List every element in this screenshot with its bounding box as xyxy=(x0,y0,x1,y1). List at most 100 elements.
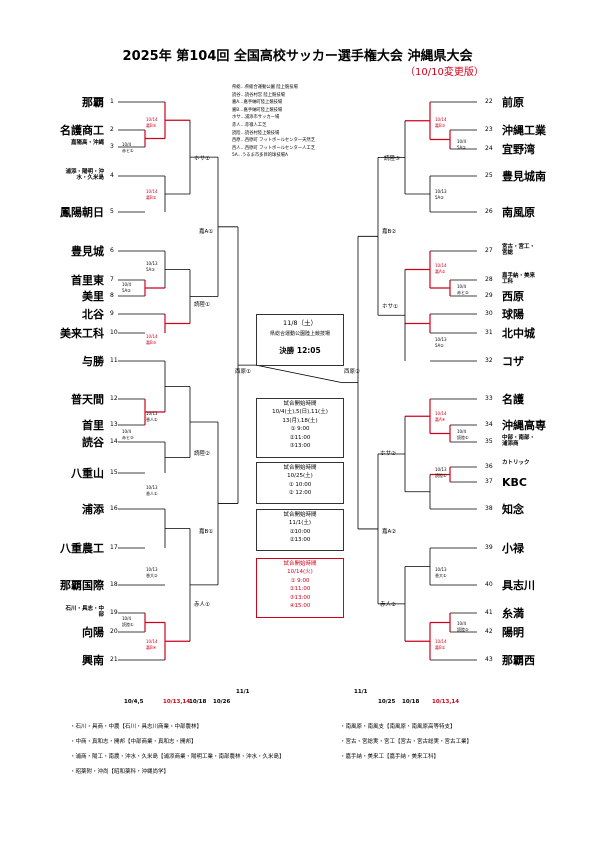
match-label: 嘉B① xyxy=(435,645,446,650)
round-venue-label: 読陸② xyxy=(194,451,210,457)
footnote: ・昭薬附・沖尚【昭和薬科・沖縄尚学】 xyxy=(70,769,170,775)
venue-legend-item: ホサ…浦添市サッカー場 xyxy=(232,115,280,121)
schedule-line: 試合開始時間 xyxy=(283,561,317,567)
team-name: 八重山 xyxy=(71,467,104,480)
round-date: 11/1 xyxy=(354,689,368,695)
match-label: 10/4 xyxy=(457,621,466,626)
team-name: 美里 xyxy=(82,290,104,303)
team-number: 3 xyxy=(110,143,114,150)
schedule-line: 試合開始時間 xyxy=(283,512,317,518)
team-name: 沖縄高専 xyxy=(502,419,546,432)
team-number: 23 xyxy=(485,126,493,133)
team-number: 31 xyxy=(485,329,493,336)
match-label: 嘉A④ xyxy=(435,417,446,422)
team-name: 球陽 xyxy=(502,308,524,321)
bracket-line xyxy=(255,364,343,384)
schedule-line: ②11:00 xyxy=(289,586,311,593)
match-label: 10/14 xyxy=(435,411,447,416)
team-name: 鳳陽朝日 xyxy=(60,206,104,219)
schedule-line: ④15:00 xyxy=(289,603,311,609)
team-name: 読谷 xyxy=(82,436,104,449)
team-name: 沖縄工業 xyxy=(502,124,546,137)
final-label: 決勝 12:05 xyxy=(279,346,321,355)
match-label: 10/4 xyxy=(122,282,131,287)
venue-legend-item: 西原…西原町 フットボールセンター天然芝 xyxy=(232,138,316,144)
match-label: 10/13 xyxy=(435,189,447,194)
match-label: 10/13 xyxy=(435,467,447,472)
match-label: 赤ヒ③ xyxy=(122,435,134,440)
team-name: 那覇国際 xyxy=(60,579,104,592)
round-venue-label: 嘉B① xyxy=(199,529,214,535)
team-number: 21 xyxy=(110,656,118,663)
team-name: 石川・具志・中部 xyxy=(65,606,104,619)
team-name: 糸満 xyxy=(502,607,524,620)
footnote: ・南風原・南風支【南風原・南風原高等特支】 xyxy=(340,724,456,730)
team-name: 豊見城南 xyxy=(502,170,546,183)
round-date: 10/26 xyxy=(213,699,231,705)
team-name: 小禄 xyxy=(502,542,524,555)
schedule-line: ②13:00 xyxy=(289,537,311,544)
match-label: 10/4 xyxy=(457,284,466,289)
round-venue-label: 赤人① xyxy=(194,602,210,608)
round-venue-label: 読陸① xyxy=(194,302,210,308)
match-label: 10/13 xyxy=(435,567,447,572)
match-label: 5A③ xyxy=(146,267,155,272)
team-number: 38 xyxy=(485,505,493,512)
team-number: 8 xyxy=(110,292,114,299)
team-number: 4 xyxy=(110,172,114,179)
match-label: 10/13 xyxy=(435,337,447,342)
team-name: 浦添 xyxy=(82,503,104,516)
schedule-line: ① 9:00 xyxy=(290,577,310,584)
match-label: 嘉B④ xyxy=(146,645,157,650)
match-label: 嘉B③ xyxy=(435,123,446,128)
footnote: ・中商・真和志・開邦【中部商業・真和志・開邦】 xyxy=(70,739,197,745)
match-label: 赤ヒ② xyxy=(457,290,469,295)
match-label: 10/14 xyxy=(435,117,447,122)
team-number: 36 xyxy=(485,463,493,470)
team-number: 18 xyxy=(110,581,118,588)
team-number: 20 xyxy=(110,628,118,635)
team-number: 1 xyxy=(110,98,114,105)
schedule-line: 10/25(土) xyxy=(287,473,313,480)
schedule-line: 10/14(火) xyxy=(287,569,313,576)
round-venue-label: 西原② xyxy=(344,369,360,375)
team-name: 美来工科 xyxy=(60,327,104,340)
match-label: 5A① xyxy=(435,343,444,348)
venue-legend-item: 嘉A…嘉手納町陸上競技場 xyxy=(232,100,283,106)
venue-legend-item: 西人…西原町 フットボールセンター人工芝 xyxy=(232,145,316,151)
schedule-line: 13(月),18(土) xyxy=(282,417,318,424)
footnote: ・石川・具商・中農【石川・具志川商業・中部農林】 xyxy=(70,724,203,730)
team-number: 2 xyxy=(110,126,114,133)
schedule-line: ② 12:00 xyxy=(288,490,312,497)
team-number: 29 xyxy=(485,292,493,299)
round-date: 10/4,5 xyxy=(124,699,144,705)
match-label: 10/14 xyxy=(146,117,158,122)
team-number: 11 xyxy=(110,357,118,364)
round-venue-label: 読陸③ xyxy=(384,156,400,162)
team-number: 35 xyxy=(485,438,493,445)
team-name: 北中城 xyxy=(502,327,535,340)
team-number: 34 xyxy=(485,421,493,428)
round-venue-label: 嘉A① xyxy=(199,229,214,235)
team-name: 具志川 xyxy=(502,579,535,592)
match-label: 10/13 xyxy=(146,485,158,490)
team-number: 5 xyxy=(110,208,114,215)
page-title: 2025年 第104回 全国高校サッカー選手権大会 沖縄県大会 xyxy=(122,49,473,64)
team-name: 嘉手納・美来工科 xyxy=(502,273,536,286)
team-name: KBC xyxy=(502,476,527,489)
round-venue-label: ホサ① xyxy=(194,156,210,162)
team-name: 宮古・宮工・宮総 xyxy=(502,244,536,257)
team-name: カトリック xyxy=(502,460,530,466)
match-label: 10/4 xyxy=(457,139,466,144)
team-number: 24 xyxy=(485,145,493,152)
team-number: 9 xyxy=(110,310,114,317)
round-venue-label: ホサ① xyxy=(382,304,398,310)
match-label: 読陸① xyxy=(122,622,134,627)
match-label: 香大① xyxy=(435,573,447,578)
team-name: 南風原 xyxy=(502,206,535,219)
team-number: 43 xyxy=(485,656,493,663)
